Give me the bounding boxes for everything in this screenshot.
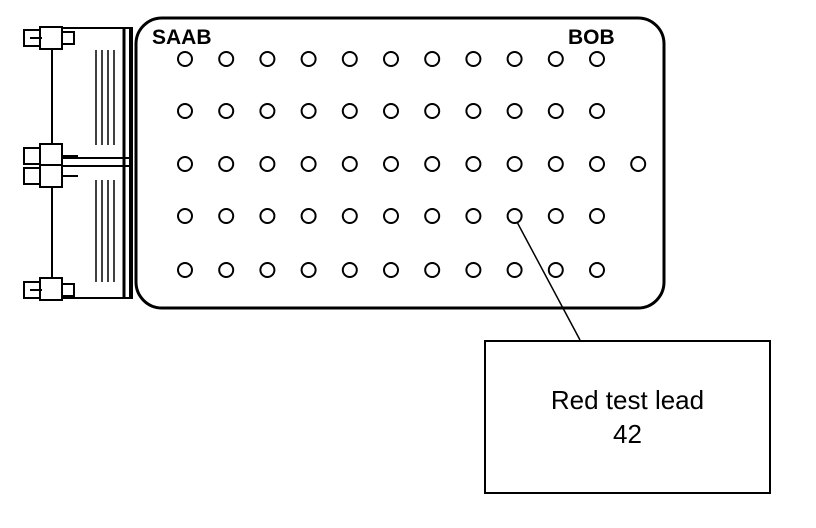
callout-label: Red test lead (550, 385, 705, 415)
pin (547, 208, 564, 224)
callout-leader-line (516, 221, 581, 341)
plug-middle (23, 143, 78, 188)
pin (300, 103, 317, 119)
pin (341, 262, 358, 278)
pin (383, 156, 399, 172)
plug-bottom (23, 277, 75, 301)
pin (259, 208, 276, 224)
pin (465, 208, 482, 224)
pin (218, 103, 235, 119)
pin (218, 262, 235, 278)
pin (589, 208, 605, 224)
brand-label-saab: SAAB (152, 26, 212, 49)
pin (589, 103, 605, 119)
pin (547, 51, 564, 67)
pin (506, 262, 523, 278)
pin (218, 51, 235, 67)
pin (259, 156, 276, 172)
pin (341, 103, 358, 119)
connector-housing (51, 27, 133, 299)
pin (424, 103, 441, 119)
callout-box: Red test lead 42 (484, 340, 771, 494)
pin-highlighted (506, 208, 523, 224)
pin (177, 51, 193, 67)
pin (589, 51, 605, 67)
pin (506, 103, 523, 119)
pin (218, 156, 235, 172)
pin (177, 156, 193, 172)
pin (259, 51, 276, 67)
pin (465, 156, 482, 172)
pin (383, 51, 399, 67)
pin (424, 156, 441, 172)
pin-panel (134, 16, 666, 310)
pin (465, 51, 482, 67)
pin (300, 208, 317, 224)
pin (341, 51, 358, 67)
pin (341, 208, 358, 224)
pin (547, 103, 564, 119)
pin (589, 156, 605, 172)
pin (300, 156, 317, 172)
pin (506, 156, 523, 172)
pin (589, 262, 605, 278)
pin (259, 103, 276, 119)
plug-top (23, 26, 75, 50)
pin (177, 208, 193, 224)
pin (177, 262, 193, 278)
pin (630, 156, 647, 172)
pin (465, 262, 482, 278)
pin (424, 51, 441, 67)
pin (300, 51, 317, 67)
connector-ribs-bottom (95, 180, 115, 282)
connector-ribs-top (95, 50, 115, 145)
pin-grid (177, 51, 647, 278)
pin (465, 103, 482, 119)
pin (506, 51, 523, 67)
pin (383, 103, 399, 119)
callout-pin-number: 42 (613, 419, 642, 449)
connector-frame (51, 27, 133, 299)
pin (218, 208, 235, 224)
pin (341, 156, 358, 172)
pin (383, 262, 399, 278)
brand-label-bob: BOB (568, 26, 615, 49)
pin (259, 262, 276, 278)
pin (300, 262, 317, 278)
pin (177, 103, 193, 119)
pin (383, 208, 399, 224)
pin (547, 156, 564, 172)
pin (424, 262, 441, 278)
pin (547, 262, 564, 278)
pin (424, 208, 441, 224)
